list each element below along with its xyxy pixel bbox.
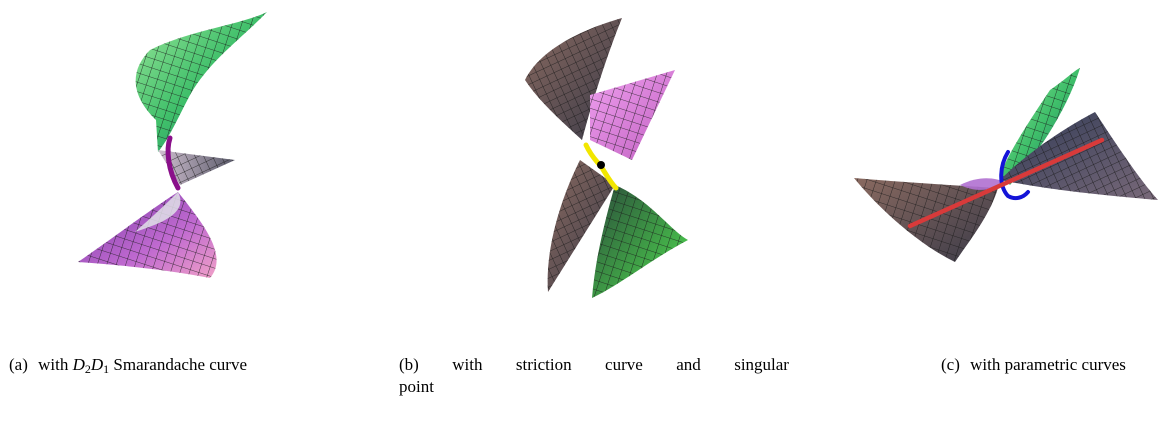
- singular-point: [597, 161, 605, 169]
- parametric-curve-blue: [999, 150, 1030, 201]
- caption-label-a: (a): [9, 355, 28, 374]
- caption-a-post: Smarandache curve: [113, 355, 247, 374]
- caption-c: (c) with parametric curves: [941, 354, 1126, 376]
- caption-label-c: (c): [941, 355, 960, 374]
- caption-b: (b) with striction curve and singular po…: [399, 354, 789, 398]
- caption-a-math: D2D1: [72, 355, 110, 376]
- lower-cone-a: [78, 192, 217, 278]
- middle-flap-a: [158, 150, 235, 185]
- caption-b-line-2: point: [399, 377, 434, 396]
- right-sheet-c: [1000, 112, 1158, 200]
- figure-panel-b: [520, 0, 700, 300]
- ruled-surface-figure-c: [854, 68, 1158, 262]
- left-sheet-c: [854, 178, 1005, 262]
- ruled-surface-figure-b: [525, 18, 688, 298]
- caption-b-word-1: with: [452, 355, 483, 374]
- lower-green-sheet-b: [592, 185, 688, 298]
- parametric-curve-red: [907, 137, 1105, 229]
- caption-b-line-1: (b) with striction curve and singular: [399, 354, 789, 376]
- caption-a-pre: with: [38, 355, 69, 374]
- figure-panel-c: [840, 0, 1159, 280]
- smarandache-curve: [165, 135, 181, 191]
- upper-sheet-c: [1000, 68, 1080, 185]
- figure-panel-a: [60, 0, 300, 290]
- ruled-surface-figure-a: [78, 12, 267, 278]
- caption-a: (a) with D2D1 Smarandache curve: [9, 354, 247, 380]
- caption-c-text: with parametric curves: [970, 355, 1126, 374]
- lower-sheet-b: [547, 160, 615, 292]
- caption-b-word-5: singular: [734, 355, 789, 374]
- upper-sheet-b: [525, 18, 622, 140]
- upper-sheet-a: [135, 12, 267, 152]
- caption-b-word-2: striction: [515, 355, 572, 374]
- caption-b-word-3: curve: [605, 355, 643, 374]
- pink-flap-b: [590, 70, 675, 160]
- caption-b-word-4: and: [676, 355, 701, 374]
- caption-label-b: (b): [399, 355, 419, 374]
